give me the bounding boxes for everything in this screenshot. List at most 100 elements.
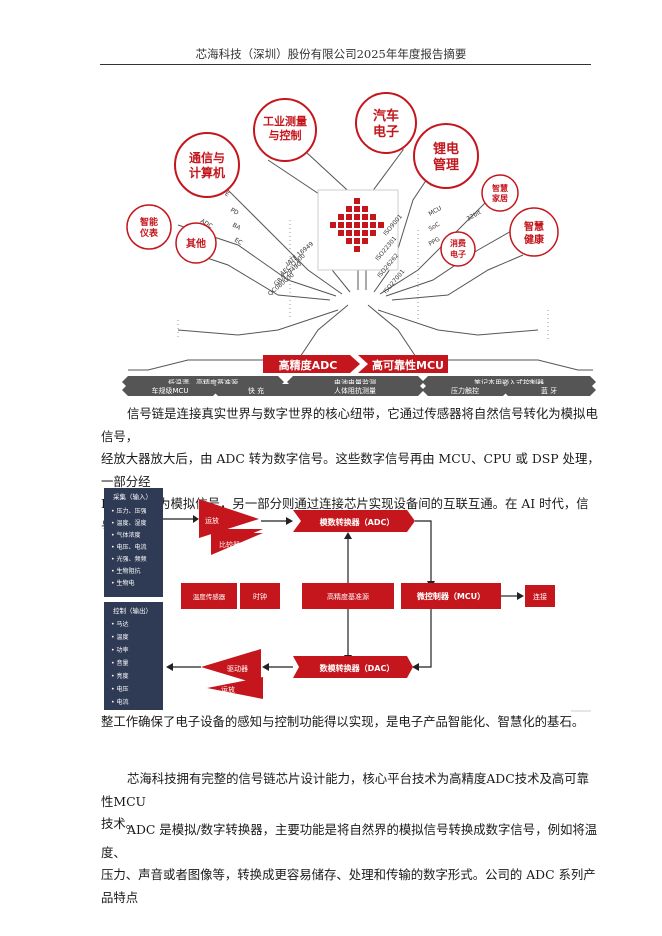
input-items: • 压力、压强 • 温度、湿度 • 气体浓度 • 电压、电流 • 光强、频频 •… (111, 507, 146, 587)
branch-label-pd: PD (229, 207, 240, 217)
standards-left: IATF 16949 AEC-Q100 GB/T29490 QC080000 (267, 241, 315, 298)
branch-label-32bit: 32bit (466, 209, 483, 223)
temp-sensor-block: 温度传感器 (181, 583, 237, 609)
svg-text:连接: 连接 (533, 592, 547, 601)
input-item: • 生物阻抗 (111, 567, 140, 575)
amp-out-triangle: 运放 (207, 677, 263, 699)
input-panel: 采集（输入） • 压力、压强 • 温度、湿度 • 气体浓度 • 电压、电流 • … (104, 488, 163, 597)
output-item: • 功率 (111, 646, 128, 654)
svg-text:智能: 智能 (140, 216, 158, 228)
output-item: • 温度 (111, 633, 128, 641)
svg-text:数模转换器（DAC）: 数模转换器（DAC） (320, 663, 395, 673)
svg-text:与控制: 与控制 (269, 128, 302, 142)
mcu-block: 微控制器（MCU） (401, 583, 501, 609)
header-divider (100, 64, 591, 65)
svg-text:家居: 家居 (492, 193, 508, 203)
feature-banner-row2: 车规级MCU 快 充 人体阻抗测量 压力触控 蓝 牙 (122, 384, 596, 396)
output-item: • 马达 (111, 620, 128, 628)
output-item: • 电流 (111, 698, 128, 706)
output-panel: 控制（输出） • 马达 • 温度 • 功率 • 音量 • 亮度 • 电压 • 电… (104, 602, 163, 710)
input-item: • 压力、压强 (111, 507, 146, 515)
svg-text:工业测量: 工业测量 (263, 114, 307, 128)
input-item: • 电压、电流 (111, 543, 146, 551)
svg-text:通信与: 通信与 (189, 150, 225, 165)
svg-text:其他: 其他 (186, 237, 206, 250)
circle-other: 其他 (175, 222, 217, 264)
svg-text:运放: 运放 (205, 516, 219, 525)
para3-line2: 压力、声音或者图像等，转换成更容易储存、处理和传输的数字形式。公司的 ADC 系… (101, 867, 596, 905)
circle-battery: 锂电 管理 (413, 123, 479, 189)
circle-smart-home: 智慧 家居 (481, 174, 519, 212)
output-item: • 亮度 (111, 672, 128, 680)
branch-label-ec: EC (233, 237, 243, 247)
circle-industrial: 工业测量 与控制 (253, 98, 317, 162)
svg-text:比较器: 比较器 (219, 540, 240, 549)
feature-pressure-touch: 压力触控 (451, 386, 479, 395)
svg-text:计算机: 计算机 (189, 165, 225, 180)
para3-line1: ADC 是模拟/数字转换器，主要功能是将自然界的模拟信号转换成数字信号，例如将温… (101, 822, 598, 860)
clock-block: 时钟 (240, 583, 280, 609)
svg-text:运放: 运放 (221, 685, 235, 694)
svg-text:高精度基准源: 高精度基准源 (327, 592, 369, 601)
output-items: • 马达 • 温度 • 功率 • 音量 • 亮度 • 电压 • 电流 (111, 620, 128, 706)
feature-bia: 人体阻抗测量 (334, 386, 376, 395)
svg-text:智慧: 智慧 (492, 183, 508, 193)
circle-smart-meter: 智能 仪表 (126, 204, 172, 250)
chip-icon (317, 189, 399, 271)
amp-in-triangle: 运放 (199, 499, 259, 538)
output-item: • 电压 (111, 685, 128, 693)
dotted-traces (177, 220, 549, 340)
circle-comm: 通信与 计算机 (174, 132, 240, 198)
input-item: • 温度、湿度 (111, 519, 146, 527)
svg-text:锂电: 锂电 (433, 141, 459, 157)
svg-text:智慧: 智慧 (524, 220, 544, 233)
driver-triangle: 驱动器 (201, 649, 261, 685)
feature-fast-charge: 快 充 (248, 386, 264, 395)
svg-text:时钟: 时钟 (253, 592, 267, 601)
branch-label-mcu: MCU (428, 205, 443, 218)
svg-text:管理: 管理 (433, 157, 459, 173)
paragraph-core-tech: 芯海科技拥有完整的信号链芯片设计能力，核心平台技术为高精度ADC技术及高可靠性M… (101, 768, 601, 836)
svg-text:仪表: 仪表 (139, 227, 159, 239)
application-tree-figure: AFE PD BA EC ADC BMS MCU SoC PPG 32bit I… (122, 92, 596, 388)
feature-bluetooth: 蓝 牙 (541, 386, 557, 395)
report-header: 芯海科技（深圳）股份有限公司2025年年度报告摘要 (195, 47, 467, 61)
dac-block: 数模转换器（DAC） (293, 656, 413, 678)
core-adc-label: 高精度ADC (279, 358, 338, 372)
para2-line2: 技术。 (101, 816, 139, 832)
circle-smart-health: 智慧 健康 (509, 207, 559, 257)
para2-line1: 芯海科技拥有完整的信号链芯片设计能力，核心平台技术为高精度ADC技术及高可靠性M… (101, 771, 590, 809)
circle-consumer: 消费 电子 (440, 231, 476, 267)
svg-text:微控制器（MCU）: 微控制器（MCU） (416, 591, 485, 601)
para1-line1: 信号链是连接真实世界与数字世界的核心纽带，它通过传感器将自然信号转化为模拟电信号… (101, 406, 598, 444)
output-item: • 音量 (111, 659, 128, 667)
para1-line2: 经放大器放大后，由 ADC 转为数字信号。这些数字信号再由 MCU、CPU 或 … (101, 451, 600, 489)
feature-battery: 电池电量监测 (334, 378, 376, 387)
feature-ec: 笔记本用嵌入式控制器 (474, 378, 544, 387)
input-item: • 光强、频频 (111, 555, 146, 563)
paragraph-adc: ADC 是模拟/数字转换器，主要功能是将自然界的模拟信号转换成数字信号，例如将温… (101, 819, 601, 909)
svg-text:消费: 消费 (450, 238, 466, 248)
svg-text:温度传感器: 温度传感器 (193, 592, 226, 601)
input-item: • 气体浓度 (111, 531, 140, 539)
output-title: 控制（输出） (113, 606, 152, 615)
svg-text:模数转换器（ADC）: 模数转换器（ADC） (320, 517, 395, 527)
feature-reference: 低温漂、高精度基准源 (168, 378, 238, 387)
circle-auto: 汽车 电子 (355, 92, 417, 154)
svg-text:驱动器: 驱动器 (227, 664, 248, 673)
comparator-triangle: 比较器 (211, 529, 263, 555)
svg-text:汽车: 汽车 (373, 108, 399, 124)
input-title: 采集（输入） (113, 492, 152, 501)
branch-label-ppg: PPG (428, 236, 442, 248)
feature-auto-mcu: 车规级MCU (151, 386, 188, 395)
connect-block: 连接 (525, 585, 555, 607)
para1-line4: 整工作确保了电子设备的感知与控制功能得以实现，是电子产品智能化、智慧化的基石。 (101, 714, 585, 729)
branch-label-ba: BA (231, 222, 242, 233)
reference-block: 高精度基准源 (302, 583, 394, 609)
input-item: • 生物电 (111, 579, 134, 587)
branch-label-soc: SoC (428, 221, 442, 233)
svg-text:电子: 电子 (450, 249, 466, 259)
svg-text:健康: 健康 (524, 233, 545, 246)
adc-block: 模数转换器（ADC） (293, 510, 415, 532)
core-banner: 高精度ADC 高可靠性MCU (263, 355, 448, 373)
